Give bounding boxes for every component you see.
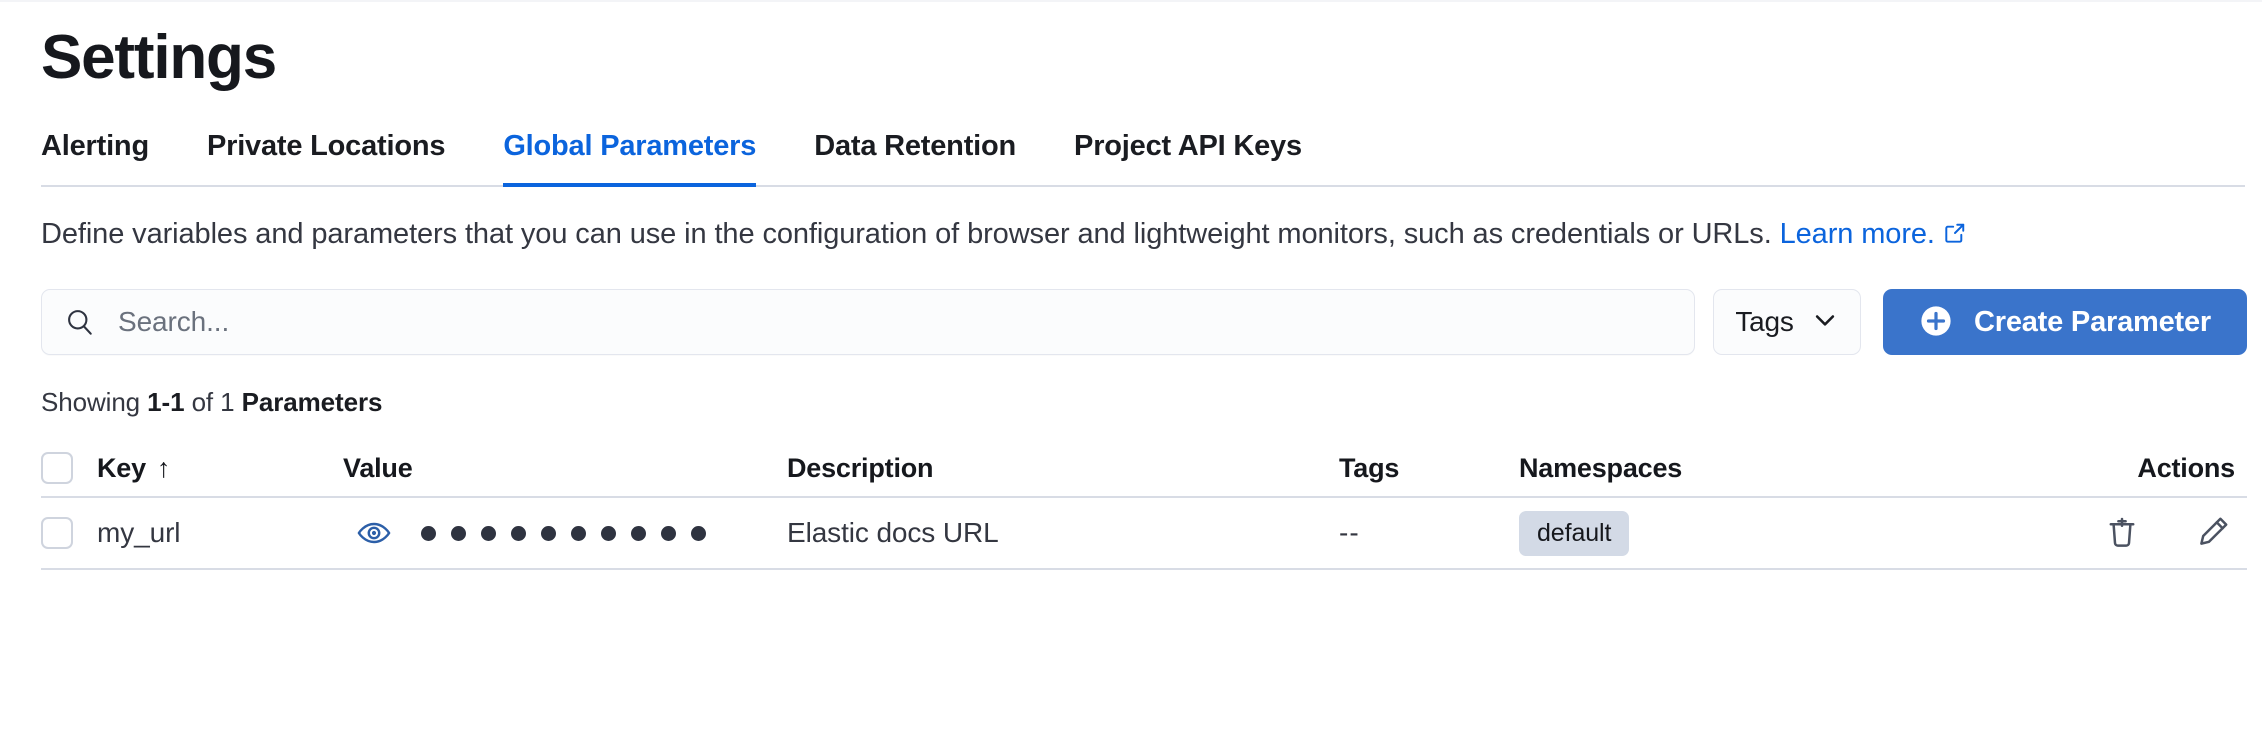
learn-more-label: Learn more. [1779,218,1935,250]
select-all-cell [41,452,97,485]
column-label: Tags [1339,452,1400,483]
tags-filter-label: Tags [1735,306,1794,338]
tab-data-retention[interactable]: Data Retention [814,130,1016,185]
description-text: Define variables and parameters that you… [41,218,1772,250]
column-header-value: Value [343,453,413,484]
tab-label: Private Locations [206,130,446,162]
tab-alerting[interactable]: Alerting [41,130,149,185]
column-label: Description [787,452,934,483]
column-header-tags: Tags [1339,453,1519,484]
cell-tags: -- [1339,517,1360,549]
select-all-checkbox[interactable] [41,452,73,485]
page-title: Settings [41,23,277,92]
tab-label: Project API Keys [1074,130,1302,162]
results-prefix: Showing [41,387,148,418]
column-header-key[interactable]: Key ↑ [97,453,343,484]
page-description: Define variables and parameters that you… [41,217,2201,253]
settings-tabs: Alerting Private Locations Global Parame… [41,130,2245,187]
column-label: Namespaces [1519,452,1683,483]
masked-value [421,525,706,541]
plus-circle-icon [1919,304,1953,341]
column-label: Value [343,452,413,483]
settings-page: Settings Alerting Private Locations Glob… [0,23,2262,571]
cell-actions [2049,510,2247,556]
column-header-namespaces: Namespaces [1519,453,2049,484]
column-label: Actions [2137,452,2235,483]
results-count: Showing 1-1 of 1 Parameters [41,387,2242,418]
column-header-actions: Actions [2137,453,2235,484]
sort-ascending-icon: ↑ [156,452,171,483]
results-middle: of 1 [184,387,242,418]
tab-label: Global Parameters [503,130,757,162]
search-input[interactable] [116,305,1672,340]
table-header-row: Key ↑ Value Description Tags [41,440,2247,499]
edit-pencil-icon[interactable] [2189,510,2235,556]
learn-more-link[interactable]: Learn more. [1780,218,1935,250]
row-select-cell [41,517,97,550]
tags-filter-button[interactable]: Tags [1713,289,1861,356]
column-label: Key [97,452,146,483]
namespace-badge: default [1519,510,1630,556]
delete-icon[interactable] [2099,510,2145,556]
parameters-table: Key ↑ Value Description Tags [41,440,2247,571]
eye-icon[interactable] [353,512,395,554]
tab-label: Data Retention [814,130,1017,162]
tab-project-api-keys[interactable]: Project API Keys [1074,130,1302,185]
controls-row: Tags Create Parameter [41,289,2247,356]
column-header-description: Description [787,453,1339,484]
cell-description: Elastic docs URL [787,517,999,549]
cell-key: my_url [97,517,181,549]
cell-value [343,512,787,554]
external-link-icon [1943,219,1967,253]
search-icon [64,306,96,338]
results-range: 1-1 [147,387,185,418]
create-parameter-button[interactable]: Create Parameter [1883,289,2247,356]
row-select-checkbox[interactable] [41,517,73,550]
table-row[interactable]: my_url Elastic docs URL -- [41,498,2247,571]
create-parameter-label: Create Parameter [1974,305,2211,338]
chevron-down-icon [1811,306,1839,339]
tab-private-locations[interactable]: Private Locations [206,130,446,185]
search-box[interactable] [41,289,1695,356]
tab-label: Alerting [41,130,149,162]
results-unit: Parameters [241,387,383,418]
tab-global-parameters[interactable]: Global Parameters [503,130,757,187]
